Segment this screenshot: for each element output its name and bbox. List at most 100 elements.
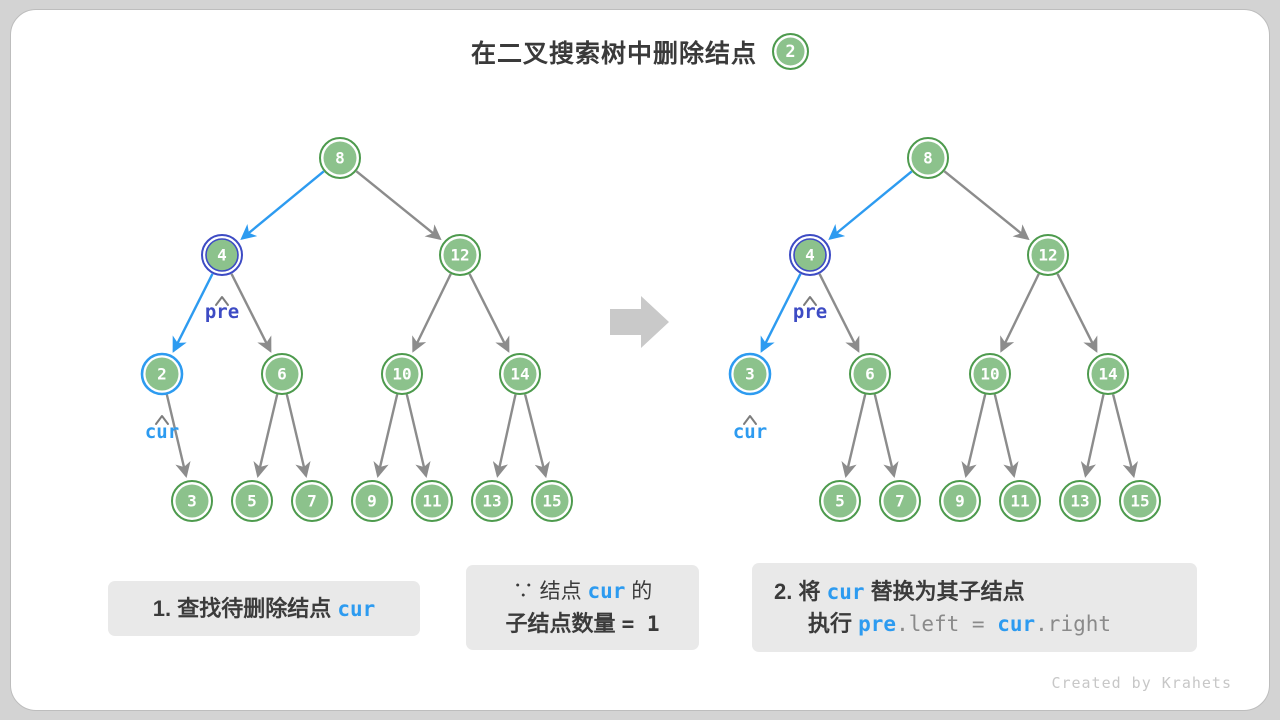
deleted-node-badge: 2: [772, 33, 809, 70]
edge-after-14-13: [1080, 394, 1105, 478]
node-value: 3: [745, 365, 755, 384]
tree-node-before-4: 4: [201, 234, 243, 276]
text-segment: 2. 将: [774, 578, 827, 604]
node-value: 2: [157, 365, 167, 384]
caption-line: 2. 将 cur 替换为其子结点: [774, 579, 1025, 604]
node-value: 9: [955, 492, 965, 511]
text-segment: = 1: [621, 611, 660, 636]
node-value: 8: [335, 149, 345, 168]
edge-before-14-15: [523, 394, 550, 479]
pointer-label-pre: pre: [205, 301, 239, 323]
node-value: 11: [1010, 492, 1029, 511]
tree-node-after-3: 3: [728, 352, 772, 396]
text-segment: pre: [858, 612, 897, 636]
node-value: 13: [482, 492, 501, 511]
tree-node-before-7: 7: [291, 480, 333, 522]
text-segment: 执行: [808, 611, 859, 636]
edge-before-8-4: [240, 170, 325, 240]
caption-line: 子结点数量 = 1: [505, 611, 659, 636]
edge-before-6-5: [253, 394, 279, 478]
node-value: 11: [422, 492, 441, 511]
node-value: 4: [217, 246, 227, 265]
text-segment: ∵ 结点: [512, 579, 588, 603]
edge-after-6-7: [873, 394, 899, 478]
node-value: 10: [392, 365, 411, 384]
edge-after-12-10: [1000, 273, 1040, 353]
node-value: 7: [895, 492, 905, 511]
transition-arrow: [610, 296, 669, 348]
pointer-label-pre: pre: [793, 301, 827, 323]
node-value: 7: [307, 492, 317, 511]
tree-node-after-10: 10: [969, 353, 1011, 395]
edge-after-8-12: [943, 170, 1030, 241]
edge-after-6-5: [841, 394, 867, 478]
text-segment: 的: [625, 579, 653, 603]
text-segment: 子结点数量: [505, 610, 622, 636]
watermark: Created by Krahets: [1051, 674, 1232, 692]
text-segment: cur: [997, 612, 1036, 636]
caption-line: 1. 查找待删除结点 cur: [153, 596, 376, 621]
pointer-label-cur: cur: [145, 421, 179, 443]
diagram-title: 在二叉搜索树中删除结点 2: [0, 33, 1280, 70]
tree-node-before-10: 10: [381, 353, 423, 395]
tree-node-after-12: 12: [1027, 234, 1069, 276]
edge-before-14-13: [492, 394, 517, 478]
text-segment: 替换为其子结点: [864, 578, 1025, 604]
node-value: 13: [1070, 492, 1089, 511]
pointer-caret-pre: [803, 296, 817, 306]
tree-node-after-14: 14: [1087, 353, 1129, 395]
node-value: 4: [805, 246, 815, 265]
pointer-caret-cur: [155, 415, 169, 425]
tree-node-after-9: 9: [939, 480, 981, 522]
text-segment: .left: [896, 612, 960, 636]
edge-before-12-10: [412, 273, 452, 353]
caption-line: 执行 pre.left = cur.right: [808, 611, 1111, 636]
edge-after-12-14: [1056, 273, 1098, 353]
pointer-caret-cur: [743, 415, 757, 425]
text-segment: .right: [1035, 612, 1112, 636]
edge-before-10-11: [405, 394, 431, 478]
node-value: 9: [367, 492, 377, 511]
node-value: 6: [865, 365, 875, 384]
edge-after-4-6: [818, 273, 860, 353]
edge-before-6-7: [285, 394, 311, 478]
edge-after-10-9: [961, 394, 987, 478]
caption-line: ∵ 结点 cur 的: [513, 579, 652, 604]
text-segment: cur: [826, 579, 865, 604]
tree-node-before-2: 2: [140, 352, 184, 396]
title-text: 在二叉搜索树中删除结点: [470, 39, 757, 68]
tree-node-after-5: 5: [819, 480, 861, 522]
text-segment: =: [959, 612, 998, 636]
edge-after-14-15: [1111, 394, 1138, 479]
node-value: 10: [980, 365, 999, 384]
tree-node-before-9: 9: [351, 480, 393, 522]
node-value: 6: [277, 365, 287, 384]
edge-before-12-14: [468, 273, 510, 353]
tree-node-before-12: 12: [439, 234, 481, 276]
edge-before-4-2: [172, 273, 214, 353]
node-value: 12: [1038, 246, 1057, 265]
tree-node-before-14: 14: [499, 353, 541, 395]
pointer-label-cur: cur: [733, 421, 767, 443]
node-value: 5: [835, 492, 845, 511]
tree-node-after-15: 15: [1119, 480, 1161, 522]
edge-after-8-4: [828, 170, 913, 240]
node-value: 15: [542, 492, 561, 511]
tree-node-before-11: 11: [411, 480, 453, 522]
tree-node-after-4: 4: [789, 234, 831, 276]
node-value: 15: [1130, 492, 1149, 511]
node-value: 12: [450, 246, 469, 265]
caption-condition: ∵ 结点 cur 的子结点数量 = 1: [466, 565, 699, 650]
node-value: 5: [247, 492, 257, 511]
caption-step2: 2. 将 cur 替换为其子结点执行 pre.left = cur.right: [752, 563, 1197, 652]
node-value: 14: [1098, 365, 1117, 384]
edge-before-10-9: [373, 394, 399, 478]
tree-node-before-6: 6: [261, 353, 303, 395]
tree-node-after-8: 8: [907, 137, 949, 179]
tree-node-before-13: 13: [471, 480, 513, 522]
tree-node-after-11: 11: [999, 480, 1041, 522]
tree-node-after-13: 13: [1059, 480, 1101, 522]
edge-before-8-12: [355, 170, 442, 241]
edge-after-4-3: [760, 273, 802, 353]
